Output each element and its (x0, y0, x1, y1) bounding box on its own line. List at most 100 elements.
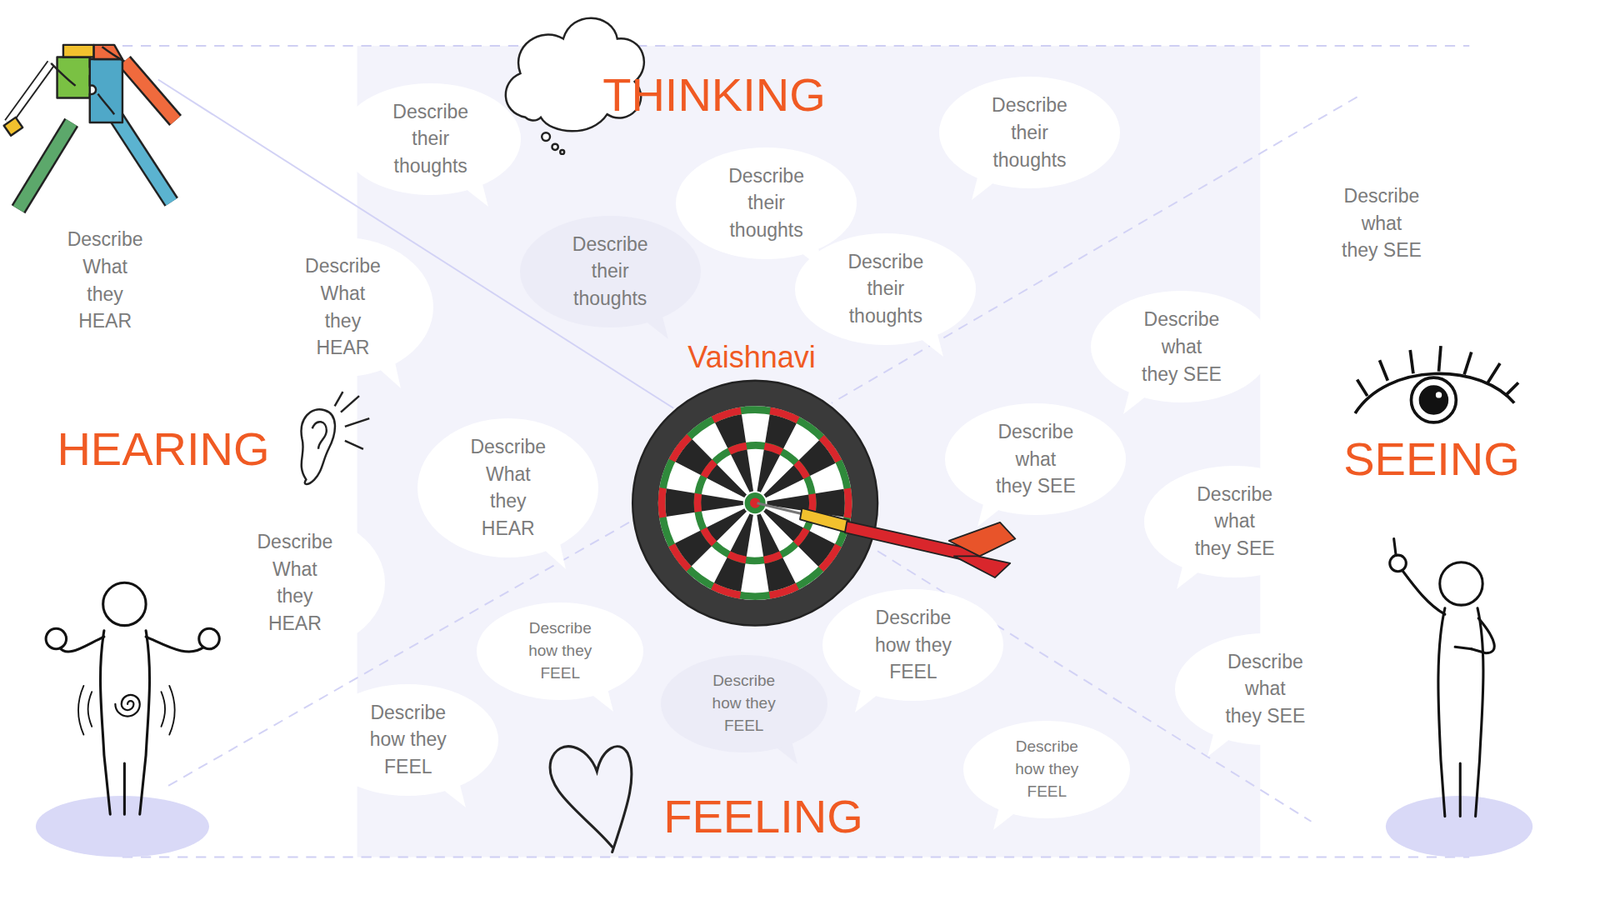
bubble-body (945, 403, 1126, 515)
eye-icon (1355, 345, 1519, 423)
dartboard (648, 395, 862, 610)
person-figure (35, 582, 220, 857)
bubble-content: Describe how they FEEL (872, 604, 954, 686)
person-figure (1390, 555, 1407, 572)
dartboard (703, 451, 806, 555)
speech-bubble: Describe what they SEE (1144, 465, 1325, 578)
hands-puzzle-icon (90, 59, 123, 123)
person-figure (1438, 608, 1484, 817)
bubble-text: Describe What they HEAR (467, 433, 549, 543)
bubble-body (520, 215, 701, 328)
person-figure (78, 685, 175, 735)
bubble-body (15, 210, 196, 350)
bubble-body (675, 147, 857, 260)
bubble-text: Describe what they SEE (995, 418, 1076, 500)
dartboard (632, 380, 878, 626)
bubble-body (417, 418, 599, 558)
bubble-text: Describe what they SEE (1340, 182, 1422, 265)
speech-bubble: Describe What they HEAR (252, 237, 434, 377)
dartboard (632, 380, 878, 626)
bubble-content: Describe their thoughts (390, 98, 471, 180)
hands-puzzle-icon (98, 94, 115, 115)
eye-icon (1380, 360, 1389, 380)
dart (757, 503, 805, 515)
hands-puzzle-icon (18, 122, 72, 210)
bubble-content: Describe what they SEE (1225, 648, 1306, 730)
bubble-content: Describe how they FEEL (526, 617, 594, 685)
speech-bubble: Describe What they HEAR (204, 513, 385, 653)
background-art (4, 18, 1534, 858)
ear-icon (335, 391, 344, 406)
persona-name: Vaishnavi (687, 340, 815, 375)
bubble-text: Describe what they SEE (1194, 480, 1275, 563)
person-figure (145, 636, 205, 652)
frame-line (122, 856, 1470, 859)
frame-line (122, 45, 1470, 47)
eye-icon (1410, 350, 1414, 374)
speech-bubble: Describe What they HEAR (15, 210, 196, 350)
hands-puzzle-icon (101, 46, 125, 61)
hands-puzzle-icon (63, 45, 95, 58)
bubble-text: Describe how they FEEL (872, 604, 954, 686)
bubble-body (1175, 633, 1356, 745)
bubble-body (963, 720, 1130, 819)
bubble-text: Describe their thoughts (845, 248, 926, 330)
dartboard (689, 437, 821, 570)
person-figure (35, 795, 210, 857)
bubble-text: Describe What they HEAR (65, 225, 146, 335)
bubble-content: Describe What they HEAR (302, 252, 384, 362)
bubble-text: Describe What they HEAR (302, 252, 384, 362)
bubble-content: Describe What they HEAR (254, 528, 335, 638)
speech-bubble: Describe how they FEEL (476, 602, 644, 700)
person-figure (1394, 539, 1396, 556)
speech-bubble: Describe What they HEAR (417, 418, 599, 558)
speech-bubble: Describe what they SEE (1090, 290, 1272, 403)
bubble-content: Describe their thoughts (845, 248, 926, 330)
speech-bubble: Describe how they FEEL (317, 684, 499, 796)
quadrant-heading: FEELING (663, 790, 864, 844)
dart (954, 555, 1010, 578)
hands-puzzle-icon (8, 63, 51, 123)
quadrant-heading: SEEING (1343, 432, 1520, 486)
person-figure (115, 695, 140, 717)
bubble-content: Describe what they SEE (995, 418, 1076, 500)
speech-bubble: Describe their thoughts (520, 215, 701, 328)
hands-puzzle-icon (124, 60, 175, 120)
bubble-body (1090, 290, 1272, 403)
eye-icon (1420, 386, 1447, 414)
bubble-text: Describe their thoughts (989, 91, 1070, 174)
bubble-text: Describe their thoughts (570, 230, 651, 313)
ear-icon (312, 421, 327, 450)
bubble-text: Describe what they SEE (1225, 648, 1306, 730)
person-figure (1400, 567, 1445, 615)
speech-bubble: Describe what they SEE (945, 403, 1126, 515)
bubble-text: Describe how they FEEL (367, 699, 449, 781)
hands-puzzle-icon (50, 63, 75, 86)
bubble-text: Describe their thoughts (390, 98, 471, 180)
speech-bubble: Describe how they FEEL (822, 589, 1004, 701)
bubble-content: Describe what they SEE (1194, 480, 1275, 563)
bubble-text: Describe how they FEEL (1013, 735, 1080, 804)
heart-icon (550, 746, 632, 853)
dart (757, 503, 1016, 578)
bubble-text: Describe how they FEEL (710, 670, 778, 738)
person-figure (1455, 646, 1472, 649)
bubble-body (660, 655, 828, 753)
hands-puzzle-icon (4, 117, 23, 136)
bubble-text: Describe What they HEAR (254, 528, 335, 638)
frame-line (122, 45, 1470, 857)
dartboard (689, 437, 821, 570)
bubble-content: Describe What they HEAR (65, 225, 146, 335)
speech-bubble: Describe what they SEE (1175, 633, 1356, 745)
person-figure (45, 628, 66, 649)
person-figure (1471, 618, 1495, 654)
eye-icon (1487, 363, 1500, 383)
ear-icon (345, 440, 364, 450)
quadrant-heading: THINKING (602, 68, 826, 122)
ear-icon (345, 418, 370, 427)
eye-icon (1435, 391, 1442, 398)
dartboard (648, 395, 862, 610)
bubble-content: Describe What they HEAR (467, 433, 549, 543)
bubble-content: Describe how they FEEL (710, 670, 778, 738)
